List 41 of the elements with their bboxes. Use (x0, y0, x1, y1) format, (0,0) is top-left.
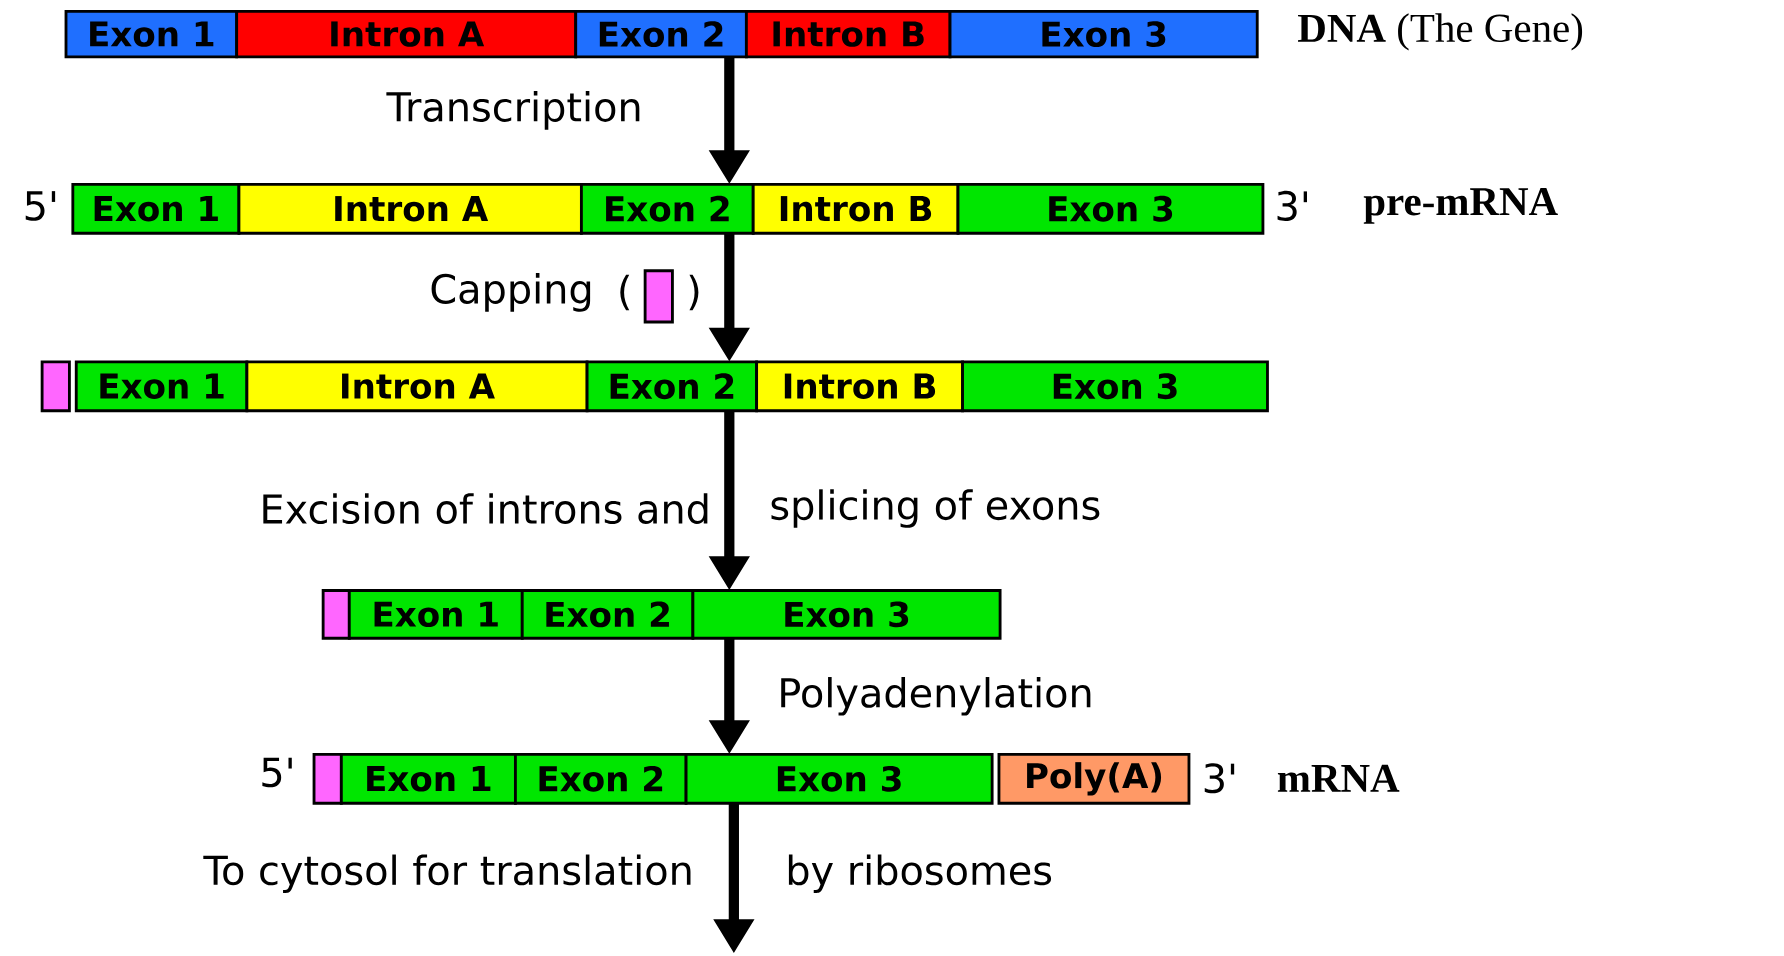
gene-segment: Exon 1 (339, 753, 517, 805)
gene-segment: Exon 2 (514, 753, 688, 805)
gene-segment: Intron A (235, 10, 578, 59)
step-label: splicing of exons (771, 489, 1100, 528)
gene-segment: Intron B (744, 10, 952, 59)
gene-segment: Intron A (237, 183, 583, 235)
strand-label: DNA (The Gene) (1298, 13, 1583, 51)
gene-segment: Exon 3 (961, 360, 1269, 413)
gene-segment: Intron B (751, 183, 960, 235)
step-label: Transcription (386, 91, 640, 130)
gene-segment: Exon 1 (71, 183, 241, 235)
step-label: by ribosomes (788, 854, 1052, 894)
parenthesis: ( (620, 274, 630, 311)
end-label: 3' (1204, 763, 1235, 794)
gene-segment: Exon 2 (574, 10, 748, 59)
gene-segment: Exon 1 (74, 360, 249, 413)
gene-segment: Exon 2 (580, 183, 755, 235)
gene-segment: Exon 3 (956, 183, 1265, 235)
strand-label: pre-mRNA (1363, 188, 1558, 224)
cap-box (40, 360, 71, 413)
tail-segment: Poly(A) (997, 753, 1191, 805)
end-label: 5' (262, 757, 292, 788)
cap-box (321, 589, 351, 640)
gene-segment: Exon 1 (64, 10, 239, 59)
gene-segment: Exon 3 (948, 10, 1259, 59)
gene-segment: Exon 2 (585, 360, 759, 413)
cap-box (312, 753, 343, 805)
parenthesis: ) (689, 274, 699, 311)
gene-segment: Intron A (245, 360, 589, 413)
step-label: Excision of introns and (263, 493, 708, 525)
gene-segment: Intron B (755, 360, 964, 413)
gene-segment: Exon 2 (520, 589, 695, 640)
strand-label: mRNA (1277, 764, 1400, 792)
step-label: To cytosol for translation (203, 854, 691, 894)
end-label: 5' (25, 191, 56, 221)
end-label: 3' (1277, 191, 1307, 222)
gene-segment: Exon 3 (684, 753, 994, 805)
gene-segment: Exon 3 (691, 589, 1002, 640)
gene-segment: Exon 1 (347, 589, 524, 640)
step-label: Capping (431, 273, 591, 312)
step-label: Polyadenylation (781, 677, 1091, 716)
